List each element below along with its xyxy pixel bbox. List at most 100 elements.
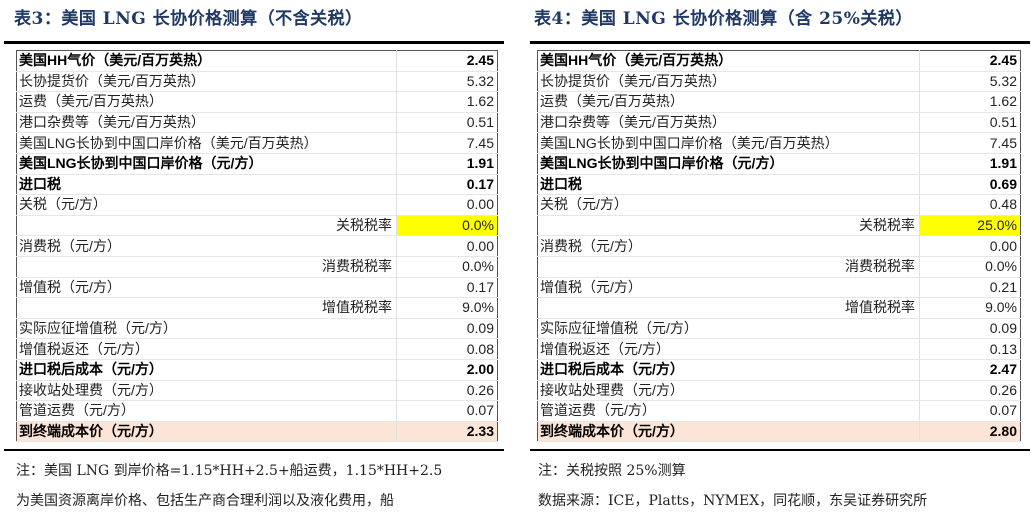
row-label: 关税税率 xyxy=(537,215,920,237)
row-value: 0.13 xyxy=(919,338,1021,360)
row-label: 美国HH气价（美元/百万英热） xyxy=(537,50,920,72)
table-row: 增值税返还（元/方）0.13 xyxy=(537,338,1021,360)
row-label: 关税（元/方） xyxy=(16,194,397,216)
row-label: 进口税后成本（元/方） xyxy=(537,359,920,381)
table4-title: 表4：美国 LNG 长协价格测算（含 25%关税） xyxy=(534,9,913,29)
row-value: 1.62 xyxy=(919,91,1021,113)
bottom-rule xyxy=(4,449,504,451)
top-rule xyxy=(4,41,504,44)
row-value: 0.26 xyxy=(396,379,498,402)
row-value: 1.91 xyxy=(396,153,498,175)
row-value: 0.51 xyxy=(396,112,498,134)
table-row: 美国LNG长协到中国口岸价格（美元/百万英热）7.45 xyxy=(537,132,1021,154)
table-row: 关税（元/方）0.48 xyxy=(537,194,1021,216)
row-label: 到终端成本价（元/方） xyxy=(537,421,920,443)
table-row: 到终端成本价（元/方）2.33 xyxy=(16,421,498,443)
row-value: 2.45 xyxy=(919,50,1021,72)
row-value: 2.47 xyxy=(919,359,1021,381)
row-value: 0.26 xyxy=(919,379,1021,402)
row-label: 美国LNG长协到中国口岸价格（美元/百万英热） xyxy=(16,132,397,154)
row-label: 增值税税率 xyxy=(537,297,920,319)
row-value: 0.00 xyxy=(919,235,1021,257)
table-row: 管道运费（元/方）0.07 xyxy=(537,400,1021,422)
table-row: 消费税（元/方）0.00 xyxy=(16,235,498,257)
row-label: 港口杂费等（美元/百万英热） xyxy=(16,112,397,134)
row-label: 美国HH气价（美元/百万英热） xyxy=(16,50,397,72)
row-value: 0.69 xyxy=(919,173,1021,196)
row-label: 长协提货价（美元/百万英热） xyxy=(537,71,920,93)
row-label: 美国LNG长协到中国口岸价格（美元/百万英热） xyxy=(537,132,920,154)
table-row: 长协提货价（美元/百万英热）5.32 xyxy=(16,71,498,93)
row-label: 接收站处理费（元/方） xyxy=(537,379,920,402)
row-label: 接收站处理费（元/方） xyxy=(16,379,397,402)
row-label: 关税（元/方） xyxy=(537,194,920,216)
table-row: 接收站处理费（元/方）0.26 xyxy=(537,379,1021,402)
table-row: 港口杂费等（美元/百万英热）0.51 xyxy=(537,112,1021,134)
row-value: 0.08 xyxy=(396,338,498,360)
table-row: 长协提货价（美元/百万英热）5.32 xyxy=(537,71,1021,93)
table-row: 美国LNG长协到中国口岸价格（元/方）1.91 xyxy=(16,153,498,175)
row-value: 0.21 xyxy=(919,277,1021,299)
top-rule xyxy=(530,41,1030,44)
row-value: 0.00 xyxy=(396,194,498,216)
row-value: 2.45 xyxy=(396,50,498,72)
row-value: 2.33 xyxy=(396,421,498,443)
row-label: 美国LNG长协到中国口岸价格（元/方） xyxy=(537,153,920,175)
table-row: 港口杂费等（美元/百万英热）0.51 xyxy=(16,112,498,134)
row-label: 管道运费（元/方） xyxy=(16,400,397,422)
row-label: 港口杂费等（美元/百万英热） xyxy=(537,112,920,134)
row-value: 0.09 xyxy=(919,317,1021,340)
row-label: 消费税（元/方） xyxy=(537,235,920,257)
note-line: 注：美国 LNG 到岸价格=1.15*HH+2.5+船运费，1.15*HH+2.… xyxy=(16,463,443,479)
table-row: 实际应征增值税（元/方）0.09 xyxy=(537,317,1021,340)
row-value: 25.0% xyxy=(919,215,1021,237)
table-row: 进口税后成本（元/方）2.00 xyxy=(16,359,498,381)
table-row: 美国LNG长协到中国口岸价格（元/方）1.91 xyxy=(537,153,1021,175)
table4-notes: 注：关税按照 25%测算 数据来源：ICE，Platts，NYMEX，同花顺，东… xyxy=(538,456,927,516)
bottom-rule xyxy=(530,449,1030,451)
row-value: 1.91 xyxy=(919,153,1021,175)
row-value: 5.32 xyxy=(919,71,1021,93)
table-row: 运费（美元/百万英热）1.62 xyxy=(537,91,1021,113)
table-row: 美国HH气价（美元/百万英热）2.45 xyxy=(16,50,498,72)
row-label: 到终端成本价（元/方） xyxy=(16,421,397,443)
row-value: 0.51 xyxy=(919,112,1021,134)
row-label: 美国LNG长协到中国口岸价格（元/方） xyxy=(16,153,397,175)
row-label: 运费（美元/百万英热） xyxy=(16,91,397,113)
row-label: 实际应征增值税（元/方） xyxy=(537,317,920,340)
row-value: 0.07 xyxy=(396,400,498,422)
row-label: 增值税返还（元/方） xyxy=(16,338,397,360)
row-value: 5.32 xyxy=(396,71,498,93)
note-line: 注：关税按照 25%测算 xyxy=(538,463,686,479)
row-value: 0.48 xyxy=(919,194,1021,216)
note-line: 为美国资源离岸价格、包括生产商合理利润以及液化费用，船 xyxy=(16,493,394,509)
row-label: 增值税（元/方） xyxy=(537,277,920,299)
row-label: 关税税率 xyxy=(16,215,397,237)
table-row: 美国HH气价（美元/百万英热）2.45 xyxy=(537,50,1021,72)
row-label: 消费税税率 xyxy=(537,256,920,278)
row-value: 0.0% xyxy=(396,215,498,237)
table-row: 运费（美元/百万英热）1.62 xyxy=(16,91,498,113)
row-label: 实际应征增值税（元/方） xyxy=(16,317,397,340)
table3-title: 表3：美国 LNG 长协价格测算（不含关税） xyxy=(14,9,363,29)
row-value: 1.62 xyxy=(396,91,498,113)
row-label: 进口税 xyxy=(16,173,397,196)
row-value: 9.0% xyxy=(919,297,1021,319)
row-value: 0.0% xyxy=(396,256,498,278)
row-label: 进口税后成本（元/方） xyxy=(16,359,397,381)
row-label: 管道运费（元/方） xyxy=(537,400,920,422)
table-row: 美国LNG长协到中国口岸价格（美元/百万英热）7.45 xyxy=(16,132,498,154)
table-row: 管道运费（元/方）0.07 xyxy=(16,400,498,422)
row-label: 消费税（元/方） xyxy=(16,235,397,257)
row-label: 增值税返还（元/方） xyxy=(537,338,920,360)
